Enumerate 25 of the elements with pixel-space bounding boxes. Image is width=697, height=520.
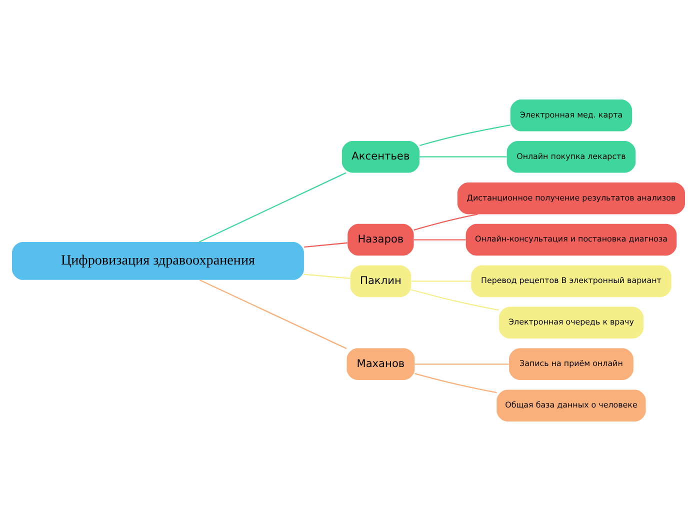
node-box: Онлайн покупка лекарств [506, 140, 636, 172]
connector [411, 288, 499, 310]
connector [199, 278, 347, 349]
connector [419, 124, 510, 146]
node-box: Общая база данных о человеке [496, 389, 646, 421]
node-box: Цифровизация здравоохранения [12, 241, 304, 280]
connector [304, 242, 348, 248]
node-box: Перевод рецептов В электронный вариант [471, 264, 672, 297]
node-box: Электронная очередь к врачу [498, 306, 644, 338]
connector [420, 156, 507, 157]
node-box: Маханов [346, 348, 415, 380]
node-box: Онлайн-консультация и постановка диагноза [466, 223, 677, 256]
connector [304, 273, 350, 279]
connector [414, 372, 497, 393]
connector [411, 280, 472, 282]
node-box: Запись на приём онлайн [509, 348, 634, 380]
node-box: Электронная мед. карта [510, 99, 632, 131]
connector [414, 363, 509, 364]
connector [198, 172, 346, 242]
node-box: Дистанционное получение результатов анализов [457, 182, 685, 214]
node-box: Назаров [348, 223, 414, 256]
node-box: Паклин [350, 264, 412, 297]
node-box: Аксентьев [342, 140, 420, 172]
connector [414, 213, 478, 230]
connector [414, 238, 466, 240]
